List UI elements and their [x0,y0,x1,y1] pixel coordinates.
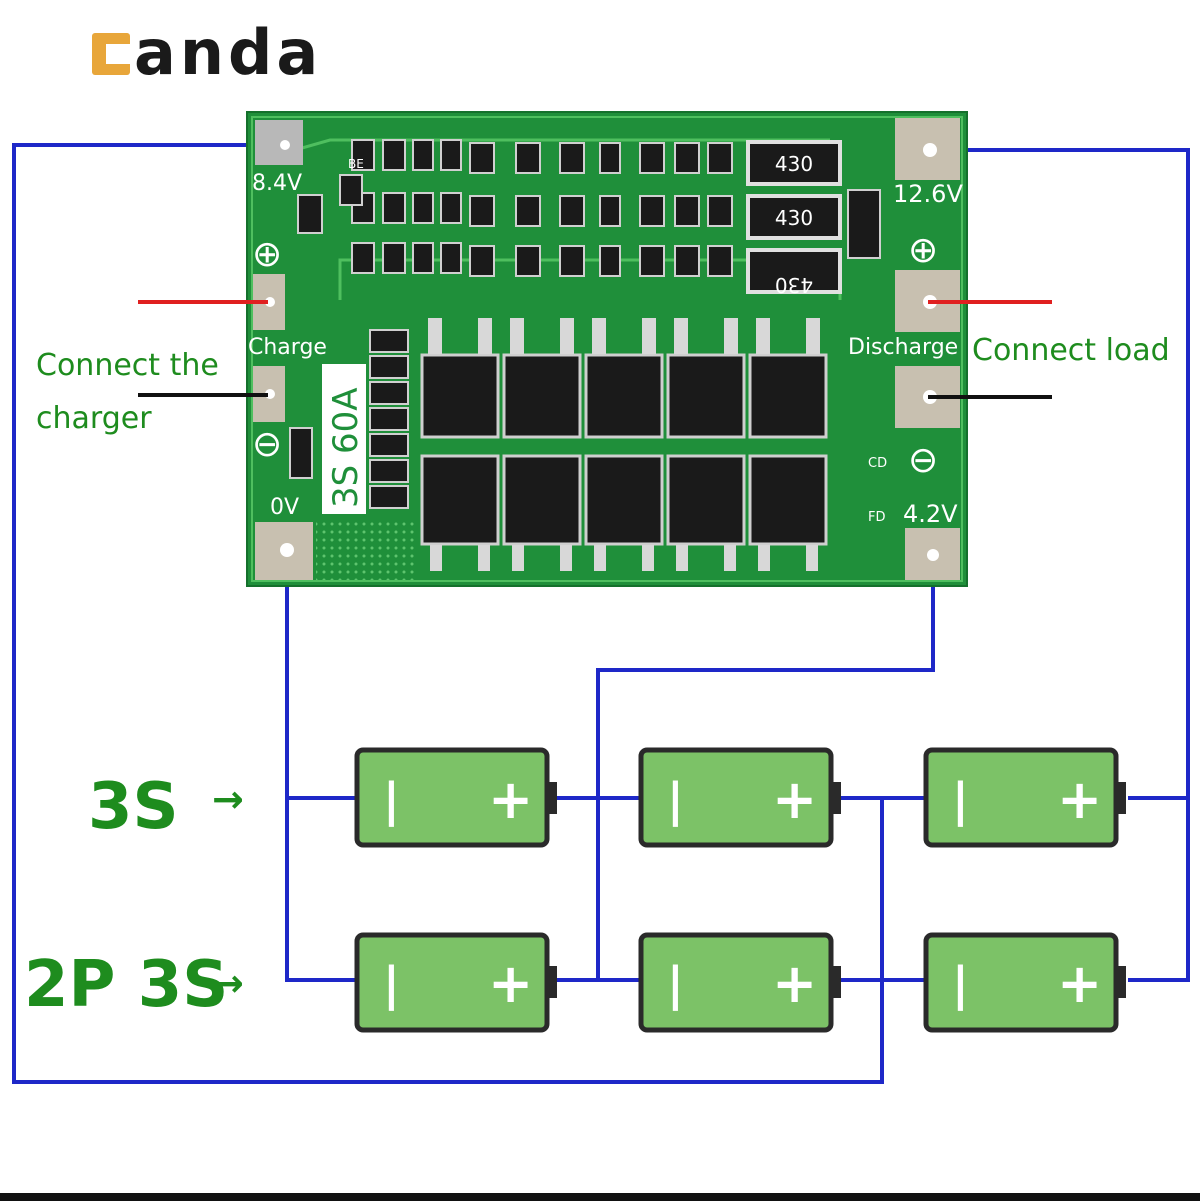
parallel-row-label: 2P 3S [24,948,228,1022]
charge-minus-symbol: ⊖ [252,424,282,465]
pad-4v2 [905,528,960,580]
battery-cell: | + [923,747,1126,848]
battery-positive-symbol: + [1057,768,1102,831]
bottom-border [0,1193,1200,1201]
label-0v: 0V [270,495,299,520]
battery-positive-symbol: + [488,952,533,1015]
discharge-minus-symbol: ⊖ [908,440,938,481]
label-4v2: 4.2V [903,500,958,528]
series-row-label: 3S [88,770,179,844]
charge-plus-symbol: ⊕ [252,234,282,275]
pad-8v4 [255,120,303,165]
connect-load-label: Connect load [972,333,1170,368]
resistor-label-3: 430 [775,273,813,297]
model-label: 3S 60A [326,387,366,508]
label-charge: Charge [248,335,327,360]
battery-positive-symbol: + [772,952,817,1015]
connect-charger-label-line1: Connect the [36,348,219,383]
label-cd: CD [868,456,887,471]
battery-negative-symbol: | [667,957,684,1012]
label-12v6: 12.6V [893,180,963,208]
leads [138,300,1052,399]
model-label-box: 3S 60A [322,364,366,514]
battery-positive-symbol: + [1057,952,1102,1015]
battery-positive-symbol: + [488,768,533,831]
battery-row-series: | + | + | + [354,747,1126,848]
battery-positive-symbol: + [772,768,817,831]
parallel-row-arrow: → [212,961,244,1005]
label-discharge: Discharge [848,335,958,360]
battery-negative-symbol: | [383,773,400,828]
label-8v4: 8.4V [252,171,302,196]
connect-charger-label-line2: charger [36,401,152,436]
resistor-label-1: 430 [775,152,813,176]
brand-logo: c anda [92,16,322,89]
pad-12v6 [895,118,960,180]
resistor-label-2: 430 [775,206,813,230]
label-fd: FD [868,510,886,525]
wiring [12,143,1190,1084]
battery-negative-symbol: | [667,773,684,828]
smd-components [289,139,881,509]
battery-negative-symbol: | [952,773,969,828]
battery-cell: | + [638,747,841,848]
discharge-plus-symbol: ⊕ [908,230,938,271]
pad-0v [255,522,313,580]
battery-cell: | + [923,932,1126,1033]
label-be: BE [348,157,364,171]
battery-row-parallel: | + | + | + [354,932,1126,1033]
battery-negative-symbol: | [383,957,400,1012]
battery-cell: | + [354,932,557,1033]
shunt-resistors: 430 430 430 [746,140,842,297]
battery-cell: | + [354,747,557,848]
battery-cell: | + [638,932,841,1033]
series-row-arrow: → [212,777,244,821]
mosfet-array [420,318,828,571]
battery-negative-symbol: | [952,957,969,1012]
logo-text: anda [134,16,322,89]
pcb-board: 430 430 430 [246,111,968,587]
